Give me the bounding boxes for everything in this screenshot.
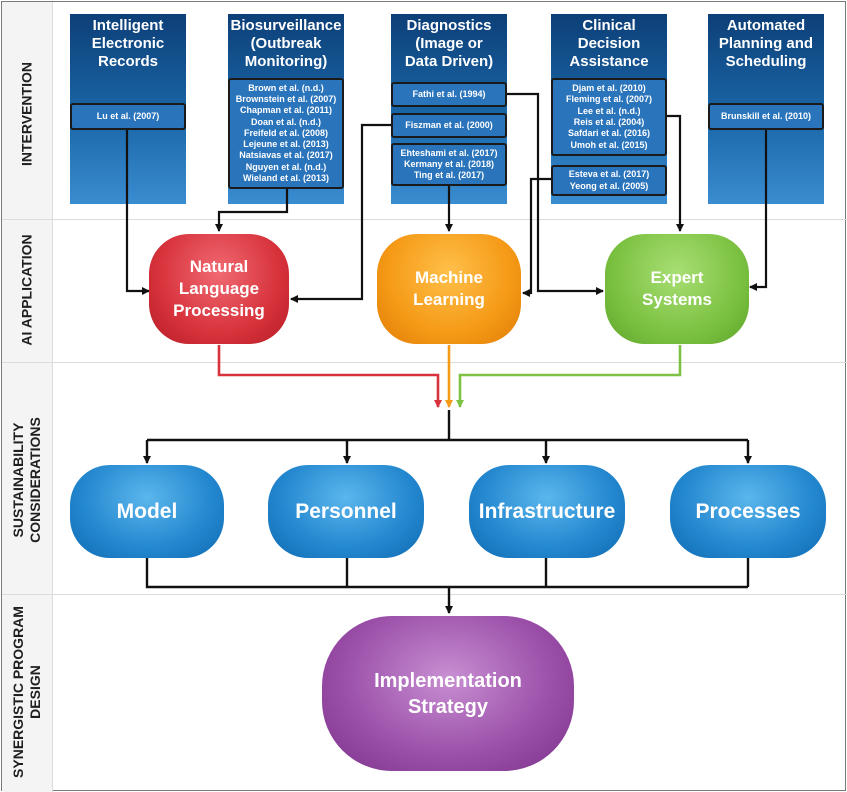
refs-biosurveillance: Brown et al. (n.d.)Brownstein et al. (20… [228, 78, 344, 189]
refs-diagnostics-fathi: Fathi et al. (1994) [391, 82, 507, 107]
consideration-personnel: Personnel [268, 465, 424, 558]
consideration-processes: Processes [670, 465, 826, 558]
consideration-infrastructure: Infrastructure [469, 465, 625, 558]
refs-diagnostics-ml: Ehteshami et al. (2017)Kermany et al. (2… [391, 143, 507, 186]
consideration-model: Model [70, 465, 224, 558]
refs-diagnostics-fiszman: Fiszman et al. (2000) [391, 113, 507, 138]
refs-clinical-ml: Esteva et al. (2017)Yeong et al. (2005) [551, 165, 667, 196]
row-label-column [2, 2, 53, 792]
row-divider [2, 219, 847, 220]
row-divider [2, 362, 847, 363]
refs-clinical-expert: Djam et al. (2010)Fleming et al. (2007)L… [551, 78, 667, 156]
refs-planning: Brunskill et al. (2010) [708, 103, 824, 130]
refs-records: Lu et al. (2007) [70, 103, 186, 130]
row-divider [2, 594, 847, 595]
